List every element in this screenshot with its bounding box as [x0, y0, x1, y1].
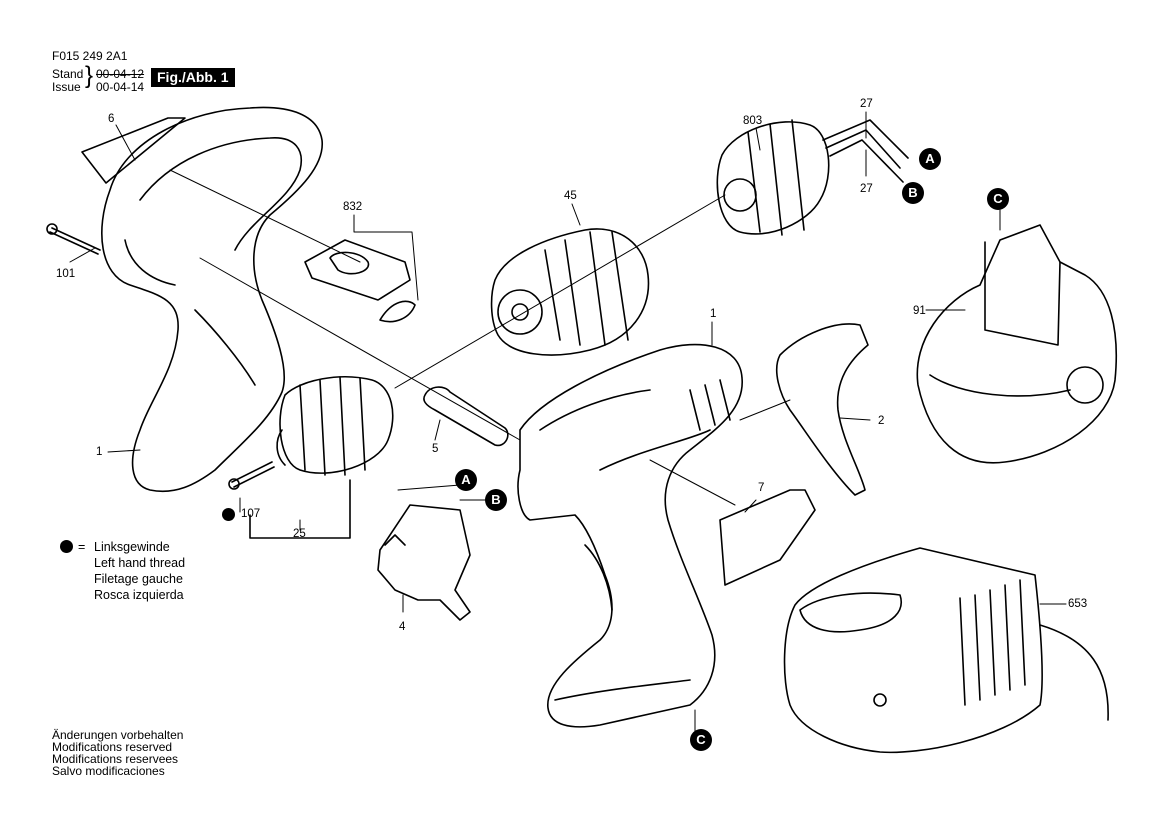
part-label-91: 91 — [913, 305, 926, 317]
part-label-5: 5 — [432, 443, 439, 455]
part-label-653: 653 — [1068, 598, 1088, 610]
connector-c-housing: C — [690, 729, 712, 751]
part-label-45: 45 — [564, 190, 577, 202]
connector-a-switch: A — [455, 469, 477, 491]
issue-label: Issue — [52, 80, 81, 94]
part-label-4: 4 — [399, 621, 406, 633]
part-label-1-main: 1 — [710, 308, 717, 320]
part-label-7: 7 — [758, 482, 765, 494]
charger-653 — [783, 547, 1043, 754]
motor-803 — [716, 121, 830, 235]
footer-line-1: Änderungen vorbehalten — [52, 728, 184, 742]
side-cover-2 — [775, 323, 869, 496]
document-code: F015 249 2A1 — [52, 49, 128, 63]
stand-date: 00-04-12 — [96, 67, 145, 81]
part-label-803: 803 — [743, 115, 763, 127]
part-label-832: 832 — [343, 201, 363, 213]
switch-cover-832 — [304, 239, 411, 301]
gearbox-45 — [490, 228, 650, 356]
part-label-27-bottom: 27 — [860, 183, 873, 195]
legend-line-3: Filetage gauche — [94, 572, 183, 586]
label-plate-7 — [719, 489, 816, 586]
legend-equals: = — [78, 540, 86, 554]
connector-b-motor: B — [902, 182, 924, 204]
part-label-1-left: 1 — [96, 446, 103, 458]
part-label-6: 6 — [108, 113, 115, 125]
connector-a-motor: A — [919, 148, 941, 170]
housing-shell-left — [101, 106, 323, 493]
part-label-27-top: 27 — [860, 98, 873, 110]
screw-107 — [231, 461, 275, 488]
part-label-101: 101 — [56, 268, 76, 280]
screw-101 — [49, 227, 101, 255]
legend-line-1: Linksgewinde — [94, 540, 170, 554]
connector-b-switch: B — [485, 489, 507, 511]
figure-badge: Fig./Abb. 1 — [151, 68, 235, 87]
footer-line-2: Modifications reserved — [52, 740, 173, 754]
part-label-2: 2 — [878, 415, 885, 427]
legend-line-4: Rosca izquierda — [94, 588, 184, 602]
legend-dot — [60, 540, 73, 553]
brace-symbol: } — [85, 62, 94, 89]
label-plate-6 — [81, 117, 186, 184]
legend-line-2: Left hand thread — [94, 556, 186, 570]
connector-c-battery: C — [987, 188, 1009, 210]
spindle-lock-5 — [423, 386, 509, 447]
left-hand-thread-dot-107 — [222, 508, 235, 521]
footer-line-4: Salvo modificaciones — [52, 764, 165, 778]
part-label-25: 25 — [293, 528, 306, 540]
issue-date: 00-04-14 — [96, 80, 145, 94]
main-housing-1 — [517, 343, 743, 728]
part-label-107: 107 — [241, 508, 261, 520]
stand-label: Stand — [52, 67, 84, 81]
switch-4 — [377, 504, 471, 621]
battery-91 — [916, 224, 1118, 464]
chuck-25 — [279, 376, 394, 474]
footer-line-3: Modifications reservees — [52, 752, 179, 766]
